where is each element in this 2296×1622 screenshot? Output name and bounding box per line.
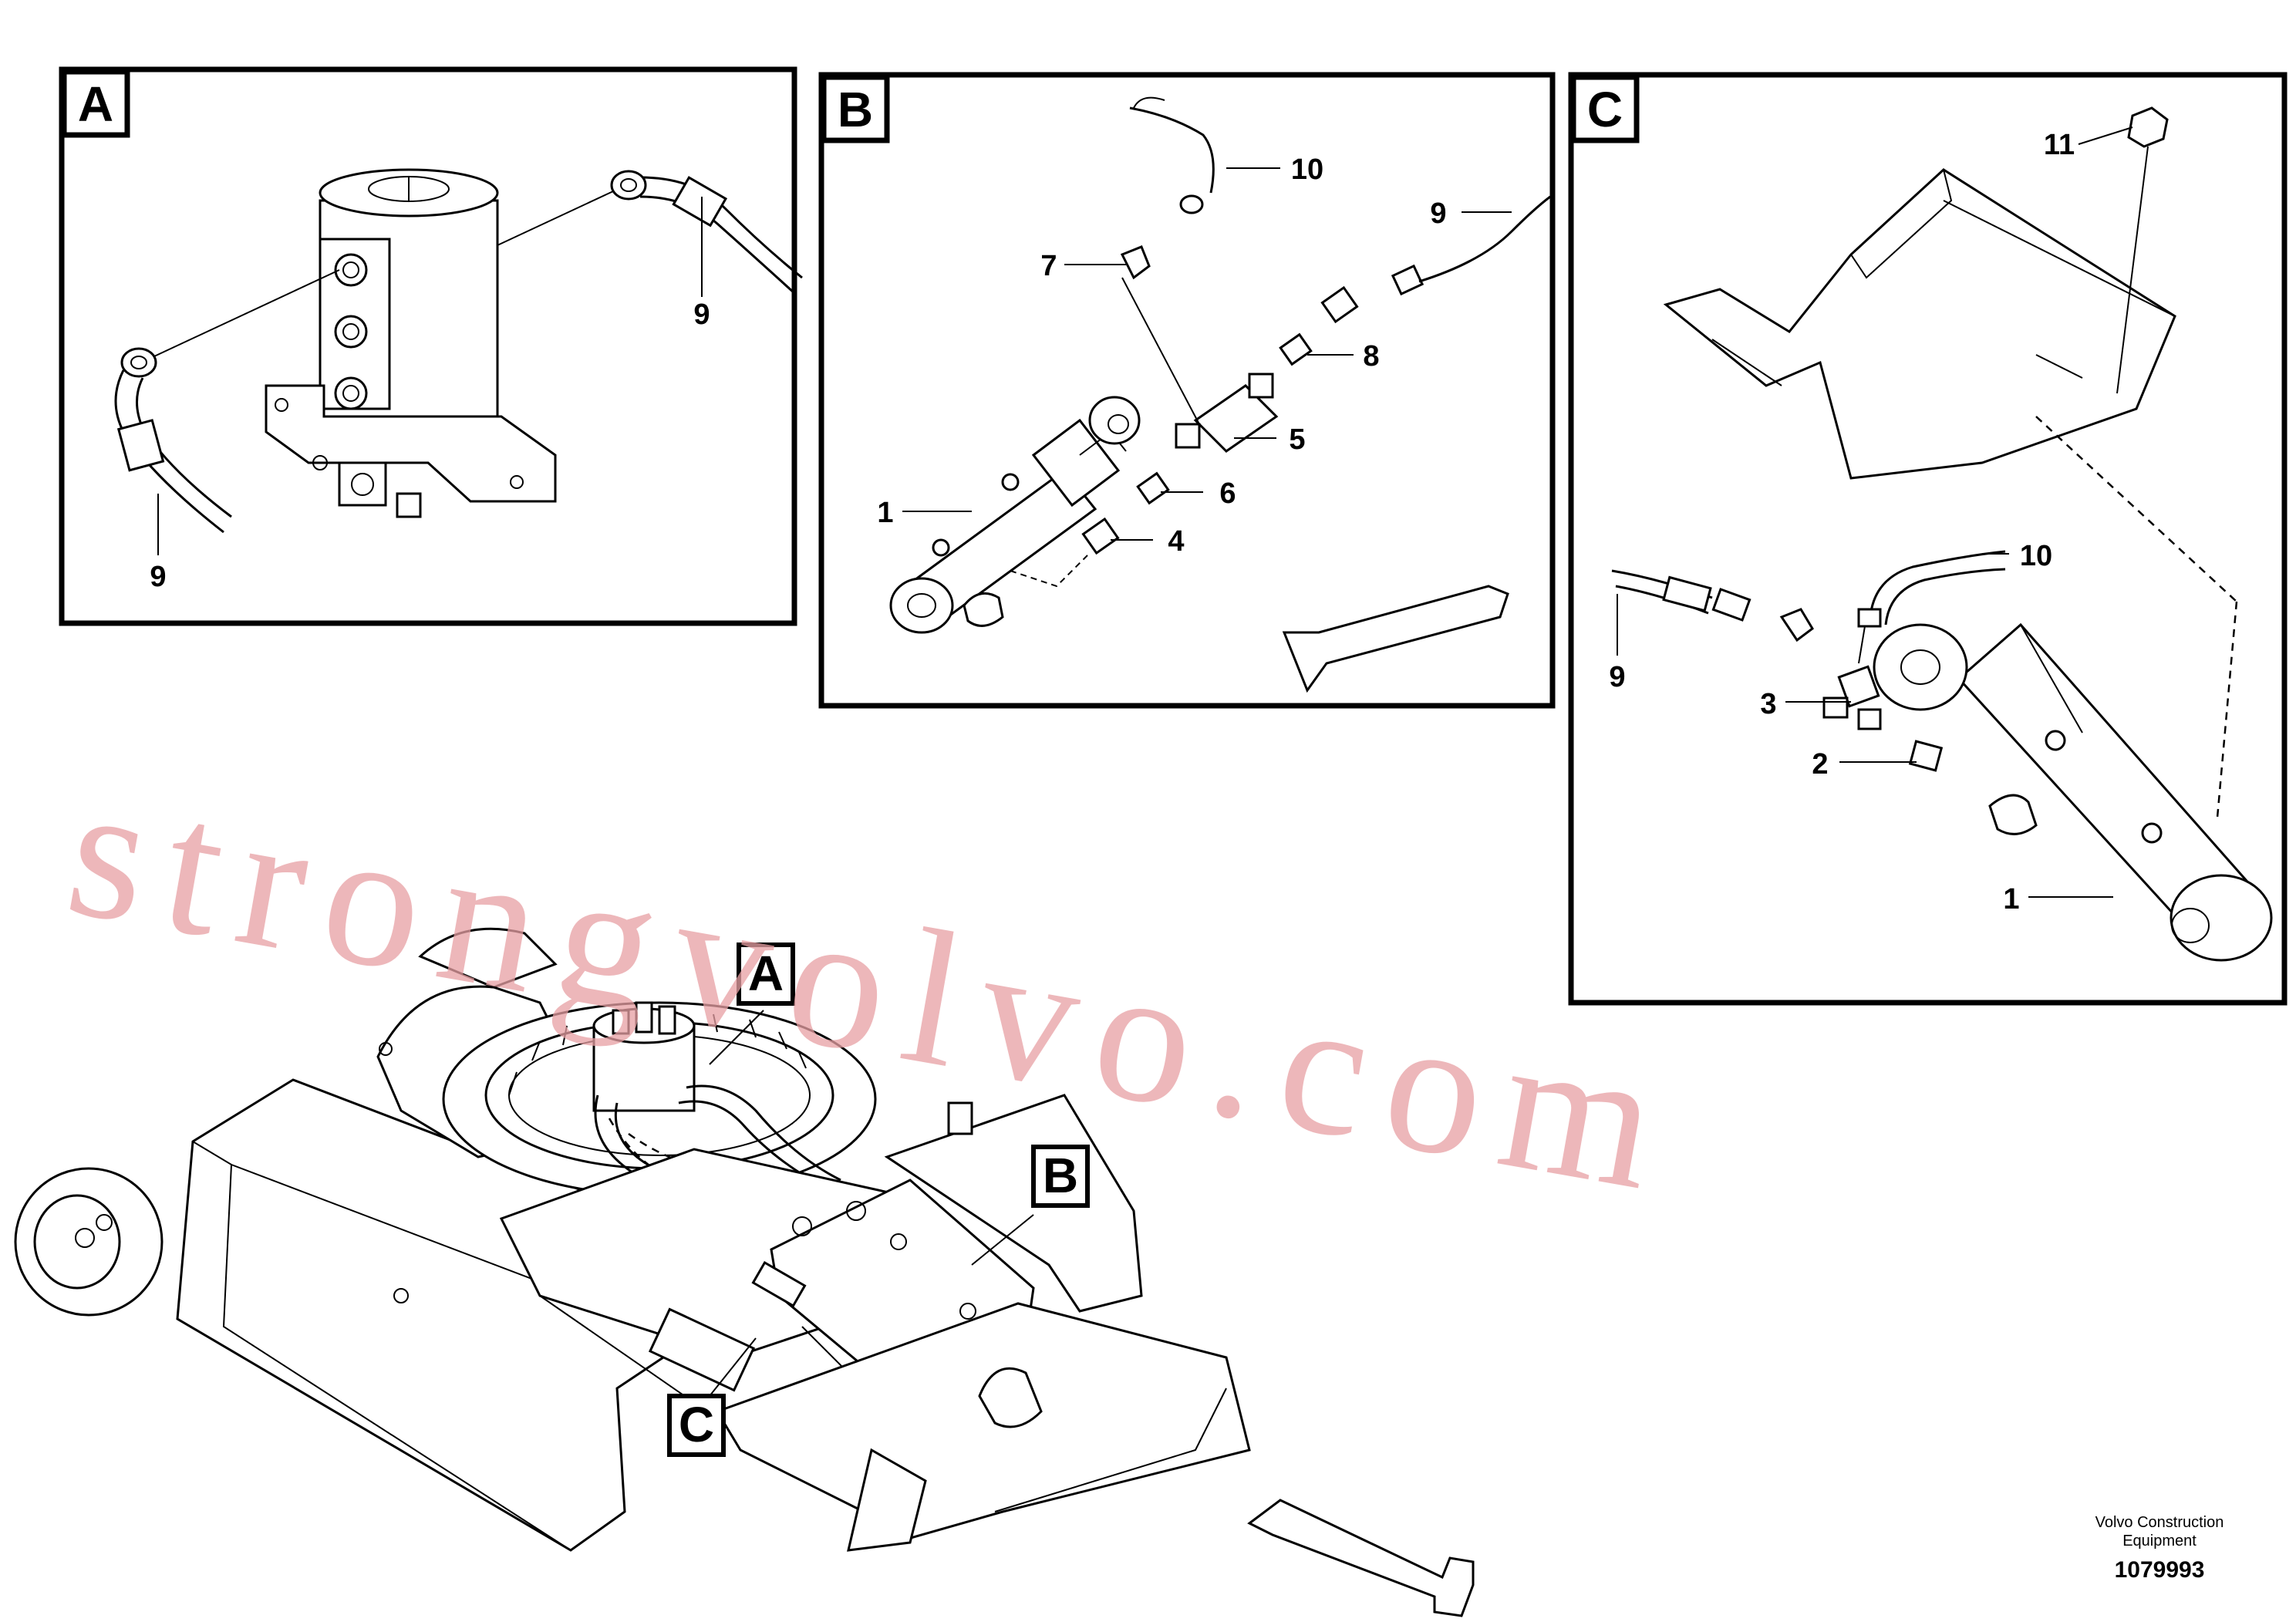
hose-9-b	[1418, 195, 1551, 283]
callout-b-7: 7	[1040, 250, 1057, 282]
callout-c-1: 1	[2003, 883, 2019, 916]
callout-c-11: 11	[2044, 129, 2075, 161]
callout-b-8: 8	[1363, 340, 1379, 373]
fittings-c	[1611, 550, 2006, 772]
main-label-c: C	[679, 1397, 714, 1452]
direction-arrow-main	[1247, 1499, 1475, 1617]
brand-line-1: Volvo Construction	[2095, 1514, 2224, 1531]
callout-c-9: 9	[1609, 661, 1625, 693]
cover-plate	[1663, 168, 2176, 480]
callout-b-4: 4	[1168, 525, 1184, 558]
panel-b-letter: B	[838, 82, 873, 137]
callout-b-6: 6	[1219, 477, 1236, 510]
callout-b-1: 1	[877, 497, 893, 529]
callout-a-9-top: 9	[693, 298, 710, 331]
callout-a-9-left: 9	[150, 561, 166, 593]
callout-b-5: 5	[1289, 423, 1305, 456]
detail-panel-b: B	[818, 72, 1556, 709]
drawing-footer: Volvo Construction Equipment 1079993	[2095, 1514, 2224, 1583]
panel-c-letter: C	[1587, 82, 1623, 137]
panel-a-letter: A	[78, 76, 113, 132]
detail-panel-a: A	[59, 66, 803, 626]
drawing-number: 1079993	[2115, 1557, 2205, 1583]
callout-c-10: 10	[2020, 540, 2052, 572]
direction-arrow-b	[1282, 585, 1509, 693]
callout-c-3: 3	[1760, 688, 1776, 720]
hose-9-upper	[497, 170, 803, 295]
brand-line-2: Equipment	[2122, 1533, 2197, 1549]
detail-panel-c: C	[1568, 72, 2288, 1006]
main-label-a: A	[748, 946, 784, 1001]
callout-b-10: 10	[1291, 153, 1323, 186]
cylinder-1	[889, 396, 1141, 634]
fittings-b	[1081, 96, 1424, 555]
cylinder-c-1	[1873, 622, 2273, 962]
bolt-11	[2116, 106, 2169, 394]
callout-b-9: 9	[1430, 197, 1446, 230]
hose-9-lower	[114, 269, 340, 534]
callout-c-2: 2	[1812, 748, 1828, 781]
swivel-joint	[265, 168, 557, 518]
block-5	[1175, 373, 1279, 453]
undercarriage-view: A B C	[14, 927, 1475, 1617]
main-label-b: B	[1043, 1148, 1078, 1203]
